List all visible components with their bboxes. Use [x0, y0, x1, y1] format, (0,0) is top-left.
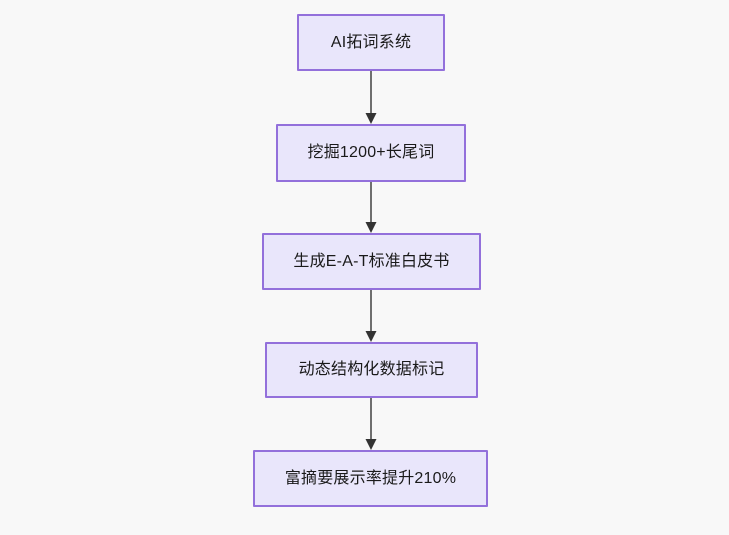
edge-n2-to-n3: [365, 182, 377, 233]
flow-node-rich-snippet-impression-uplift[interactable]: 富摘要展示率提升210%: [253, 450, 488, 507]
flow-node-label: AI拓词系统: [330, 33, 412, 51]
flow-node-ai-keyword-system[interactable]: AI拓词系统: [297, 14, 445, 71]
flow-node-generate-eat-whitepaper[interactable]: 生成E-A-T标准白皮书: [262, 233, 481, 290]
flow-node-label: 动态结构化数据标记: [298, 361, 445, 379]
flow-node-mine-longtail-keywords[interactable]: 挖掘1200+长尾词: [276, 124, 466, 182]
edge-n4-to-n5: [365, 398, 377, 450]
flow-node-label: 挖掘1200+长尾词: [307, 144, 435, 162]
flow-node-label: 生成E-A-T标准白皮书: [293, 252, 450, 270]
edge-n3-to-n4: [365, 290, 377, 342]
flow-node-dynamic-structured-data-markup[interactable]: 动态结构化数据标记: [265, 342, 478, 398]
edge-n1-to-n2: [365, 71, 377, 124]
flow-node-label: 富摘要展示率提升210%: [284, 469, 457, 487]
